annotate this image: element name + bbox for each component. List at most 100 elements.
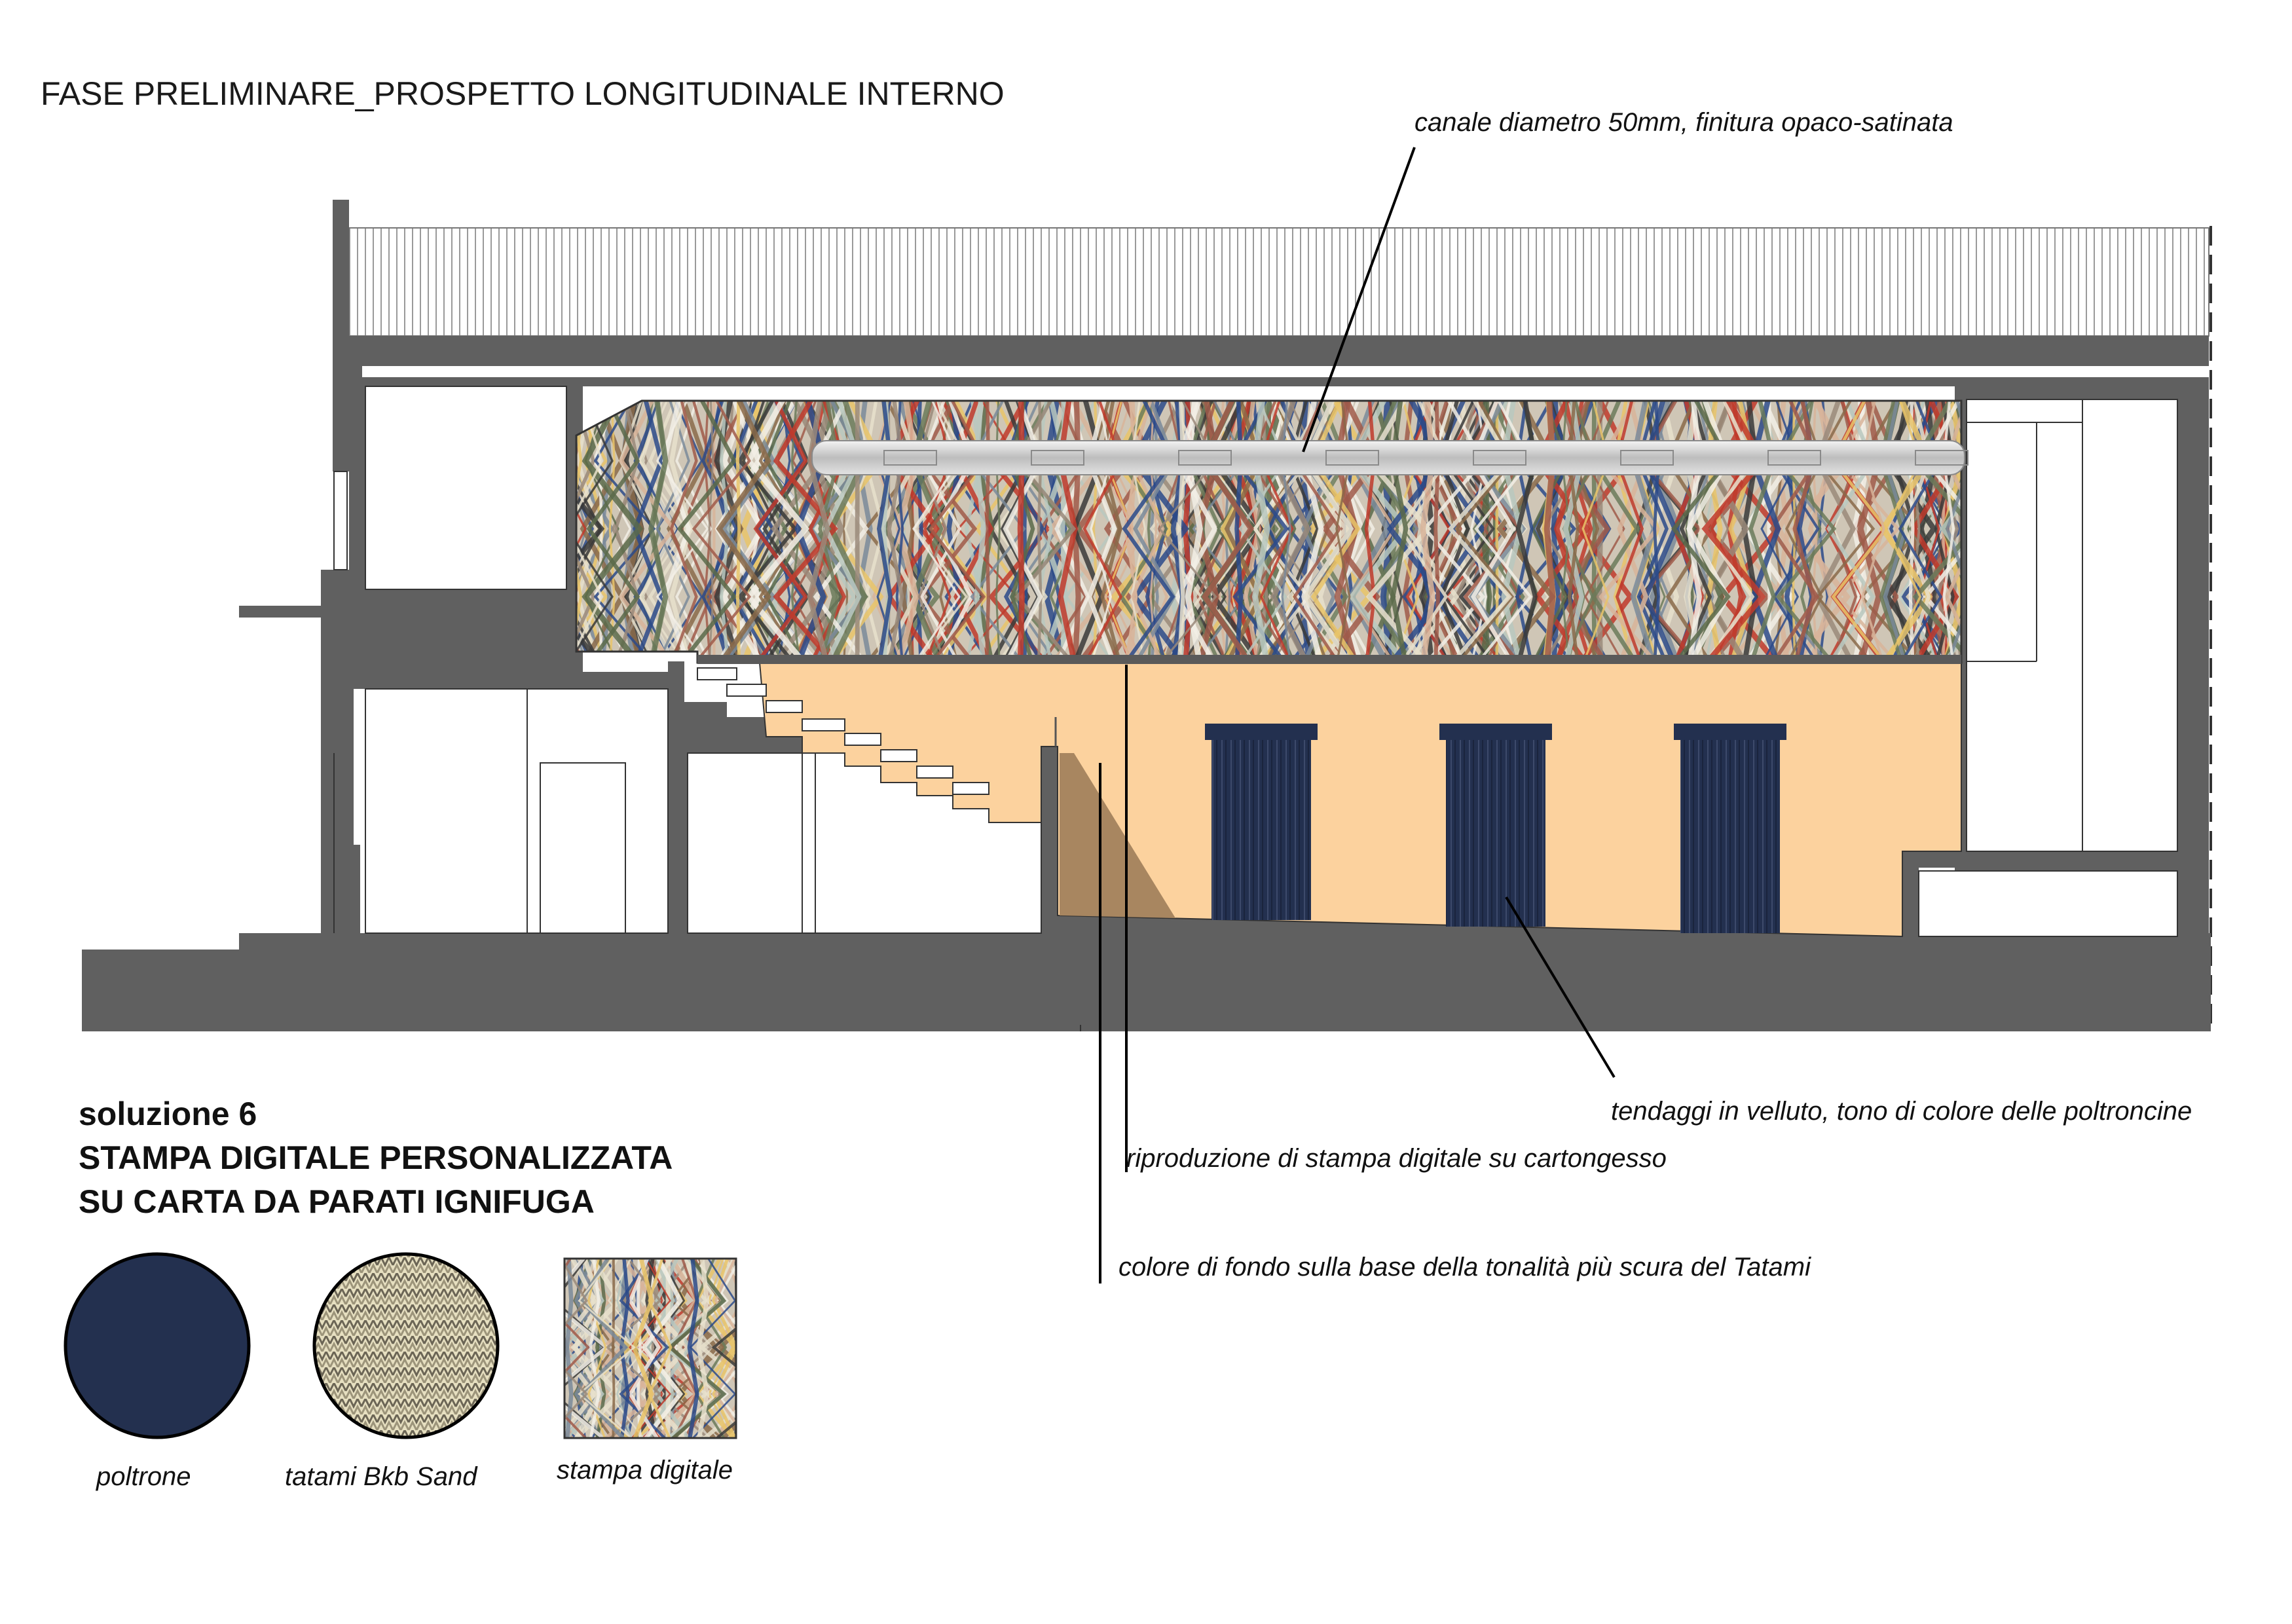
pipe-joint: [1620, 450, 1674, 466]
print-stripe: [1310, 401, 1361, 663]
tatami-swatch-circle: [312, 1252, 500, 1439]
print-stripe: [1454, 401, 1515, 663]
pipe-joint: [1178, 450, 1232, 466]
print-stripe: [608, 1259, 647, 1438]
print-stripe: [753, 401, 808, 663]
print-stripe: [611, 401, 648, 663]
print-stripe: [1515, 401, 1534, 663]
print-stripe: [564, 1259, 574, 1438]
stampa-label: stampa digitale: [557, 1456, 733, 1485]
print-stripe: [711, 1259, 736, 1438]
stair-steps: [697, 667, 989, 795]
print-stripe: [1303, 401, 1354, 663]
print-stripe: [717, 1329, 736, 1438]
swatch-stampa: stampa digitale: [557, 1257, 737, 1485]
print-stripe: [1003, 401, 1043, 663]
print-stripe: [608, 401, 616, 663]
print-stripe: [564, 1259, 589, 1438]
print-stripe: [1748, 401, 1776, 663]
print-stripe: [1439, 401, 1470, 663]
print-stripe: [1281, 401, 1292, 663]
tatami-label: tatami Bkb Sand: [285, 1462, 478, 1491]
print-stripe: [564, 1338, 566, 1438]
print-stripe: [912, 401, 961, 663]
interior-outlines: [333, 386, 2178, 937]
pipe-joint: [1767, 450, 1821, 466]
print-stripe: [698, 1259, 736, 1438]
print-stripe: [1562, 401, 1585, 663]
print-stripe: [612, 1259, 616, 1438]
print-stripe: [1430, 401, 1466, 663]
print-stripe: [666, 401, 708, 663]
print-stripe: [628, 1259, 661, 1438]
wall-shadow: [1060, 753, 1175, 918]
print-stripe: [811, 401, 844, 663]
print-stripe: [1584, 401, 1625, 663]
print-stripe: [1792, 401, 1816, 663]
curtain-2: [1446, 740, 1545, 927]
print-stripe: [1420, 401, 1435, 663]
print-stripe: [576, 401, 596, 663]
print-stripe: [1293, 401, 1342, 663]
print-stripe: [1234, 401, 1244, 663]
print-stripe: [1567, 401, 1580, 663]
curtain-2-pelmet: [1439, 724, 1552, 740]
print-stripe: [1561, 401, 1571, 663]
curtain-1-pelmet: [1205, 724, 1318, 740]
print-stripe: [1671, 401, 1731, 663]
print-stripe: [995, 401, 1001, 663]
print-stripe: [576, 401, 614, 663]
print-stripe: [745, 401, 810, 663]
print-stripe: [1826, 401, 1876, 663]
annotation-tendaggi: tendaggi in velluto, tono di colore dell…: [1611, 1097, 2192, 1126]
print-stripe: [1130, 401, 1165, 663]
print-stripe: [1082, 401, 1123, 663]
print-stripe: [1879, 401, 1904, 663]
print-stripe: [1122, 401, 1175, 663]
annotation-colore-fondo: colore di fondo sulla base della tonalit…: [1118, 1253, 1811, 1282]
curtain-3-pelmet: [1674, 724, 1786, 740]
print-stripe: [1581, 401, 1610, 663]
print-stripe: [1177, 401, 1185, 663]
print-stripe: [1367, 401, 1416, 663]
print-stripe: [773, 401, 838, 663]
print-stripe: [1474, 401, 1532, 663]
curtain-1: [1211, 740, 1311, 920]
print-stripe: [1496, 401, 1556, 663]
print-stripe: [1259, 401, 1293, 663]
print-stripe: [1940, 401, 1961, 663]
print-stripe: [1701, 401, 1766, 663]
print-stripe: [1750, 401, 1781, 663]
print-stripe: [1679, 401, 1712, 663]
print-stripe: [1857, 401, 1882, 663]
pipe-joint: [1031, 450, 1084, 466]
print-stripe: [1454, 401, 1492, 663]
roof-panel: [348, 227, 2209, 337]
print-stripe: [648, 401, 669, 663]
print-stripe: [570, 1259, 623, 1438]
print-stripe: [582, 401, 644, 663]
swatch-tatami: tatami Bkb Sand: [285, 1252, 500, 1491]
leader-lines: [1080, 147, 1616, 1283]
print-stripe: [1944, 401, 1961, 663]
print-stripe: [1037, 401, 1043, 663]
print-stripe: [1591, 401, 1597, 663]
print-stripe: [918, 401, 978, 663]
print-stripe: [923, 401, 952, 663]
print-stripe: [974, 401, 986, 663]
print-stripe: [1945, 401, 1961, 663]
print-stripe: [1130, 401, 1147, 663]
print-stripe: [1471, 401, 1516, 663]
print-stripe: [1898, 401, 1943, 663]
print-stripe: [818, 401, 840, 663]
print-stripe: [1049, 401, 1082, 663]
print-stripe: [1174, 401, 1218, 663]
print-stripe: [1883, 401, 1938, 663]
print-stripe: [1785, 401, 1823, 663]
print-stripe: [984, 401, 991, 663]
swatch-poltrone: poltrone: [64, 1252, 251, 1491]
print-stripe: [576, 401, 602, 663]
solution-number: soluzione 6: [79, 1096, 257, 1132]
print-stripe: [1251, 401, 1270, 663]
